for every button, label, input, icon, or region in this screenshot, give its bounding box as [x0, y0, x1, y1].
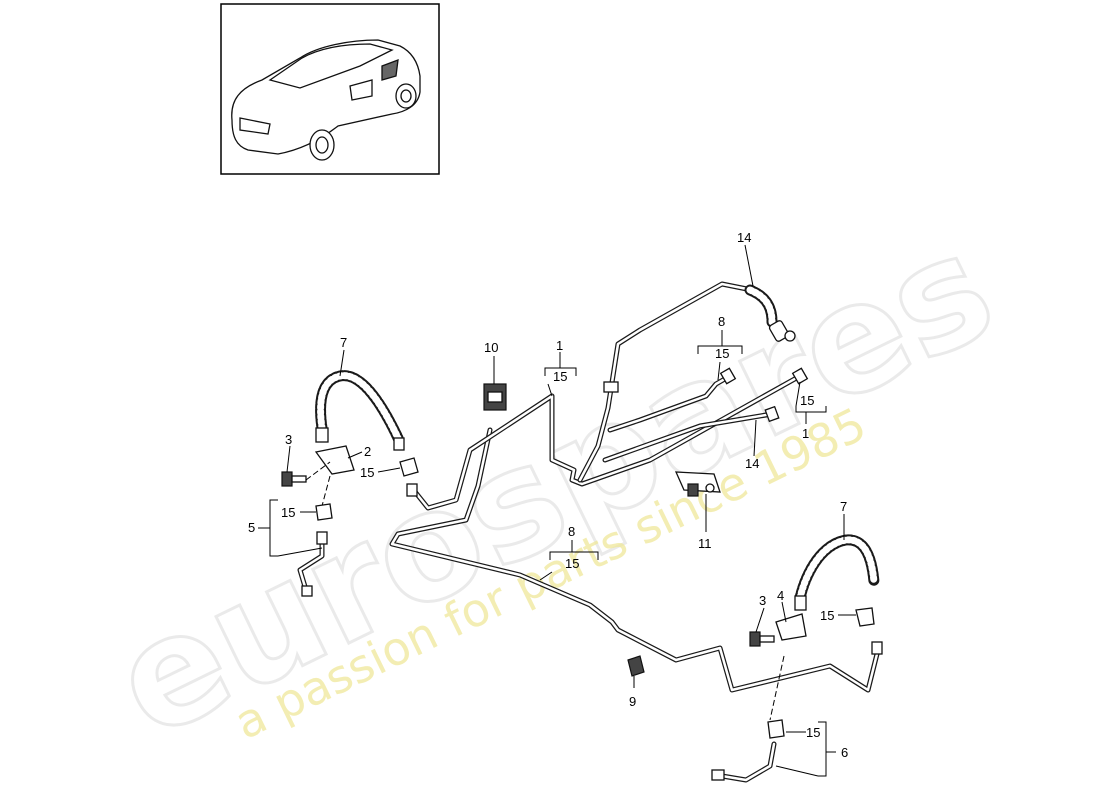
- brake-hose-14: [744, 284, 796, 342]
- callout-8-lower: 8: [568, 524, 575, 539]
- callout-6: 6: [841, 745, 848, 760]
- watermark-brand: eurospares: [90, 200, 1019, 772]
- callout-15-5: 15: [281, 505, 295, 520]
- callout-7-left: 7: [340, 335, 347, 350]
- brake-pipe-6: [711, 741, 777, 783]
- small-parts: [281, 381, 875, 739]
- brake-hose-7-right: [794, 534, 880, 611]
- callout-14-top: 14: [737, 230, 751, 245]
- callout-15-6: 15: [806, 725, 820, 740]
- callout-15-1mid: 15: [553, 369, 567, 384]
- callout-1-mid: 1: [556, 338, 563, 353]
- bolt-icon: [281, 471, 307, 487]
- watermark: eurospares a passion for parts since 198…: [88, 199, 1020, 774]
- brake-hose-7-left: [315, 370, 405, 451]
- callout-10: 10: [484, 340, 498, 355]
- vehicle-thumbnail: [220, 3, 440, 175]
- callout-11: 11: [698, 536, 712, 551]
- callout-5: 5: [248, 520, 255, 535]
- callout-9: 9: [629, 694, 636, 709]
- callout-1-right: 1: [802, 426, 809, 441]
- callout-15-1right: 15: [800, 393, 814, 408]
- callout-3-left: 3: [285, 432, 292, 447]
- callout-7-right: 7: [840, 499, 847, 514]
- callout-3-right: 3: [759, 593, 766, 608]
- callout-15-clipleft: 15: [360, 465, 374, 480]
- callout-14-right: 14: [745, 456, 759, 471]
- callout-4: 4: [777, 588, 784, 603]
- callout-15-8lower: 15: [565, 556, 579, 571]
- callout-2: 2: [364, 444, 371, 459]
- callout-8-top: 8: [718, 314, 725, 329]
- connector-10: [483, 383, 507, 411]
- bolt-icon: [749, 631, 775, 647]
- leader-lines: [258, 244, 856, 777]
- connector-11: [674, 471, 721, 497]
- brake-pipes: [389, 281, 883, 693]
- callout-15-clipright: 15: [820, 608, 834, 623]
- callout-15-8top: 15: [715, 346, 729, 361]
- callouts: 14 8 15 10 1 15 7 15 1 14 3 2 15 15 5 11…: [248, 230, 848, 760]
